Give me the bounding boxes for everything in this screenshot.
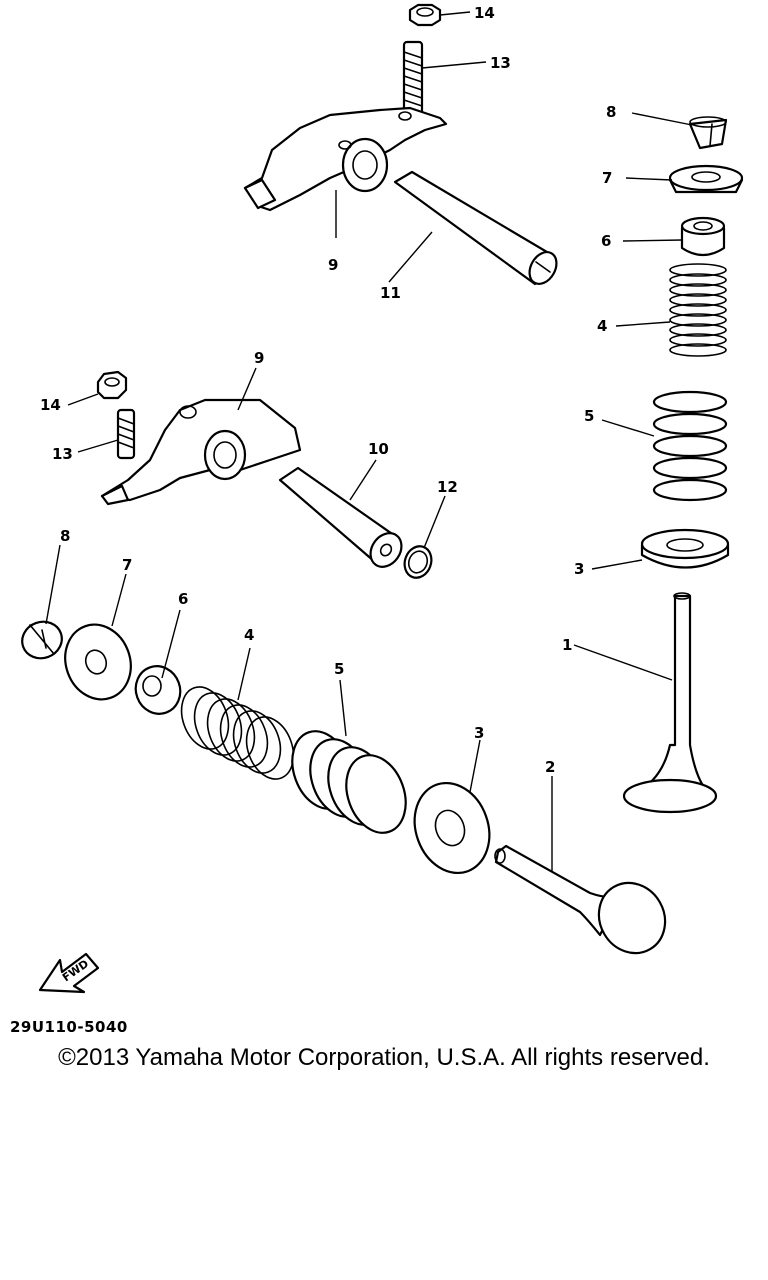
- callout-1: 1: [562, 636, 572, 654]
- callout-3-left: 3: [474, 724, 484, 742]
- callout-7-left: 7: [122, 556, 132, 574]
- callout-6-right: 6: [601, 232, 611, 250]
- part-14-nut-lower: [96, 370, 128, 400]
- callout-14-lower: 14: [40, 396, 61, 414]
- callout-10: 10: [368, 440, 389, 458]
- leader-lines: [45, 11, 693, 872]
- callout-4-right: 4: [597, 317, 607, 335]
- part-10-rocker-shaft-lower: [278, 466, 403, 568]
- callout-8-left: 8: [60, 527, 70, 545]
- part-3-spring-seat-right: [640, 528, 730, 569]
- part-6-stem-seal-right: [680, 216, 726, 257]
- callout-3-right: 3: [574, 560, 584, 578]
- part-2-valve-diagonal: [494, 844, 667, 955]
- part-5-outer-spring-left: [291, 730, 407, 834]
- callout-2: 2: [545, 758, 555, 776]
- callout-13-lower: 13: [52, 445, 73, 463]
- part-9-rocker-arm-lower: [100, 398, 302, 506]
- callout-8-right: 8: [606, 103, 616, 121]
- part-6-stem-seal-left: [134, 665, 182, 715]
- part-7-spring-retainer-right: [668, 164, 744, 194]
- part-5-outer-spring-right: [652, 390, 728, 502]
- copyright-notice: ©2013 Yamaha Motor Corporation, U.S.A. A…: [58, 1044, 710, 1071]
- part-13-adjusting-screw-upper: [402, 40, 424, 118]
- fwd-arrow-icon: FWD: [38, 952, 100, 994]
- callout-labels: 14 13 8 7 6 4 5 3 1 2 3 5 4 6 7 8 9 11 9…: [40, 4, 616, 776]
- part-12-o-ring: [403, 545, 433, 579]
- part-13-adjusting-screw-lower: [116, 408, 136, 460]
- callout-7-right: 7: [602, 169, 612, 187]
- part-7-spring-retainer-left: [64, 623, 132, 701]
- callout-4-left: 4: [244, 626, 254, 644]
- callout-11: 11: [380, 284, 401, 302]
- callout-14-upper: 14: [474, 4, 495, 22]
- part-4-inner-spring-left: [180, 686, 295, 780]
- callout-6-left: 6: [178, 590, 188, 608]
- callout-5-right: 5: [584, 407, 594, 425]
- part-9-rocker-arm-upper: [243, 106, 448, 212]
- part-8-valve-cotter-left: [21, 620, 63, 660]
- part-14-nut-upper: [408, 3, 442, 27]
- part-1-valve-vertical: [622, 592, 718, 814]
- callout-13-upper: 13: [490, 54, 511, 72]
- part-11-rocker-shaft-upper: [393, 170, 558, 286]
- part-3-spring-seat-left: [413, 781, 491, 875]
- part-8-valve-cotter-right: [688, 116, 728, 150]
- callout-9-lower: 9: [254, 349, 264, 367]
- valve-train-exploded-diagram: FWD 14 13 8 7 6 4 5 3 1 2: [21, 3, 744, 994]
- callout-12: 12: [437, 478, 458, 496]
- diagram-code: 29U110-5040: [10, 1018, 128, 1036]
- part-4-inner-spring-right: [669, 263, 727, 357]
- callout-5-left: 5: [334, 660, 344, 678]
- callout-9-upper: 9: [328, 256, 338, 274]
